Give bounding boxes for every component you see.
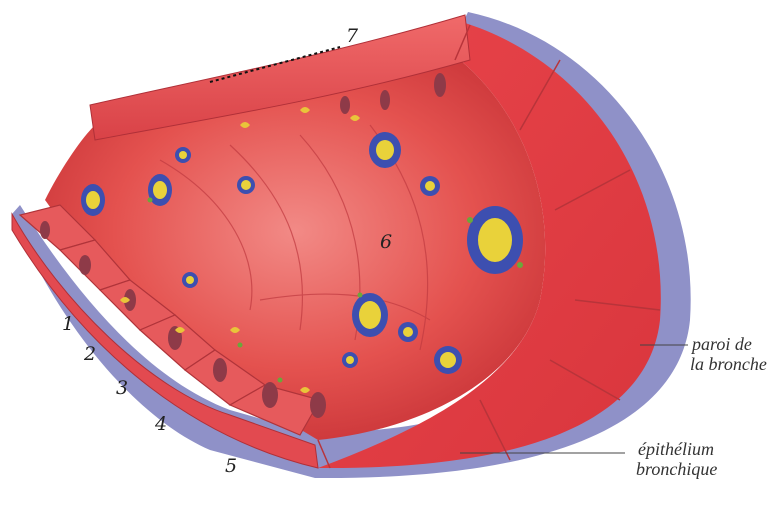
wall-label-line1: paroi de: [690, 334, 752, 354]
label-6: 6: [380, 231, 392, 253]
epithelium-label-line1: épithélium: [638, 439, 714, 459]
epithelium-label-line2: bronchique: [636, 459, 717, 479]
label-5: 5: [225, 455, 237, 477]
label-7: 7: [346, 25, 359, 47]
label-1: 1: [62, 313, 74, 335]
wall-label-line2: la bronche: [690, 354, 767, 374]
label-4: 4: [154, 413, 167, 435]
label-3: 3: [116, 377, 128, 399]
label-2: 2: [83, 343, 96, 365]
